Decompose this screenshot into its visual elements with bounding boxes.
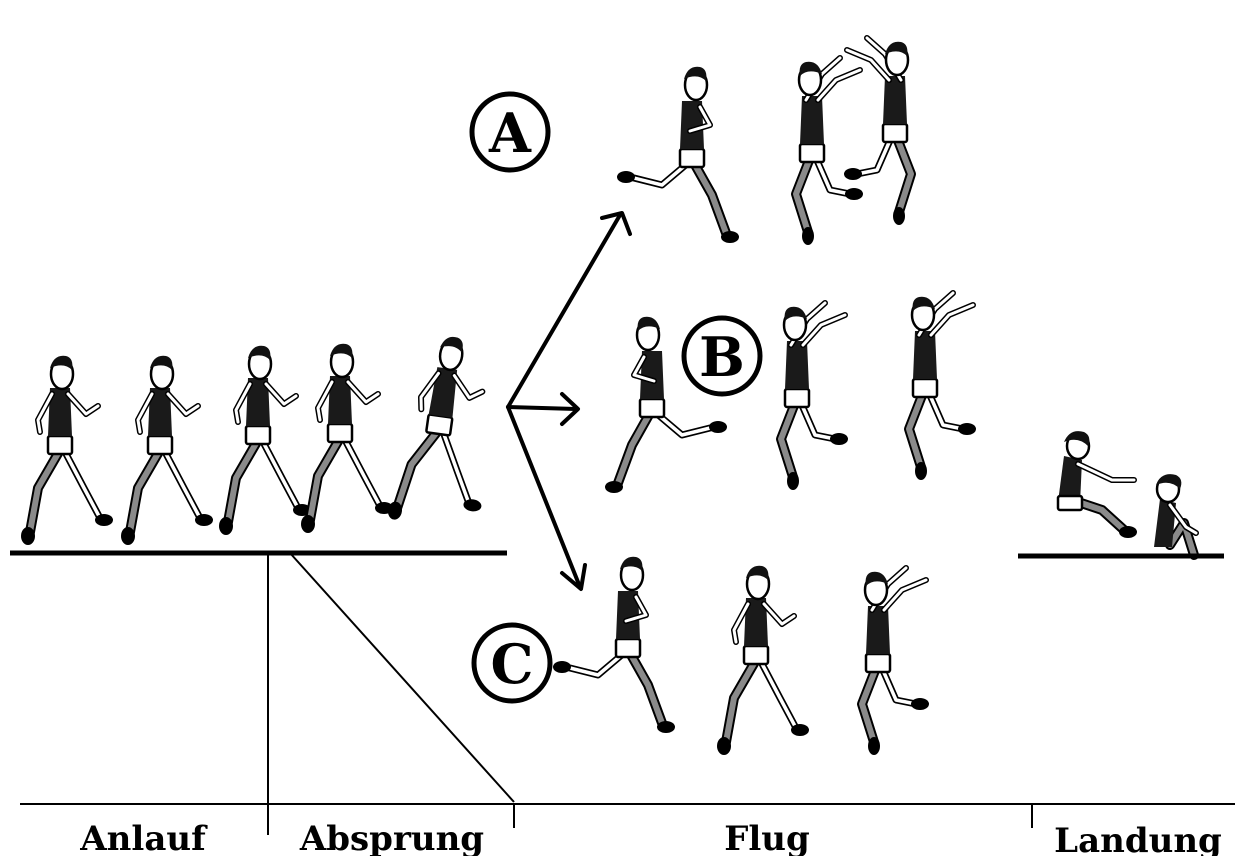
athlete-b-3 [909, 293, 976, 480]
variant-label-c: C [471, 622, 553, 704]
athlete-a-2 [796, 58, 863, 245]
variant-b-sequence [605, 293, 976, 493]
athlete-landing-1 [1058, 431, 1137, 538]
variant-c-sequence [553, 557, 929, 755]
athlete-runup-1 [21, 356, 113, 545]
branch-arrows [506, 211, 632, 591]
arrowhead-a [600, 211, 632, 236]
svg-text:C: C [491, 632, 534, 696]
takeoff-diagonal-line [289, 552, 515, 803]
athlete-a-1 [617, 67, 739, 243]
athlete-b-2 [781, 303, 848, 490]
phase-label-landung: Landung [1054, 821, 1222, 856]
athlete-runup-3 [219, 346, 311, 535]
svg-text:A: A [488, 101, 532, 165]
arrowhead-c [560, 563, 587, 591]
landing-area [1018, 431, 1224, 556]
athlete-landing-2 [1154, 474, 1196, 555]
athlete-runup-2 [121, 356, 213, 545]
arrow-to-variant-c [506, 405, 582, 589]
athlete-takeoff-2 [387, 331, 504, 531]
athlete-c-2 [717, 566, 809, 755]
phase-timeline: Anlauf Absprung Flug Landung [20, 552, 1235, 856]
arrowhead-b [560, 392, 580, 426]
athlete-takeoff-1 [301, 344, 393, 533]
arrow-to-variant-b [506, 405, 578, 411]
athlete-c-3 [862, 568, 929, 755]
phase-label-anlauf: Anlauf [79, 819, 208, 856]
variant-label-b: B [681, 315, 763, 397]
variant-label-a: A [469, 91, 551, 173]
phase-label-flug: Flug [724, 819, 810, 856]
runup-athletes [21, 331, 504, 545]
svg-text:B: B [699, 325, 745, 389]
phase-label-absprung: Absprung [299, 819, 484, 856]
variant-a-sequence [617, 38, 911, 245]
arrow-to-variant-a [506, 213, 622, 409]
